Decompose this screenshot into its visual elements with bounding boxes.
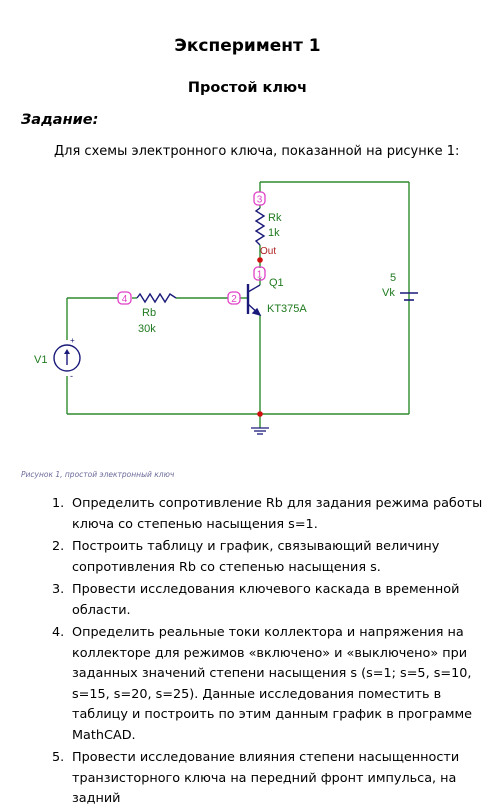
list-item-number: 1. — [52, 496, 65, 511]
vk-name-label: Vk — [382, 287, 395, 299]
rk-resistor — [254, 207, 266, 246]
list-item: 2. Построить таблицу и график, связывающи… — [0, 537, 487, 578]
list-item-text: Провести исследования ключевого каскада … — [72, 582, 460, 618]
ground-icon — [251, 427, 269, 435]
list-item: 5. Провести исследование влияния степени … — [0, 748, 487, 810]
intro-text: Для схемы электронного ключа, показанной… — [54, 144, 460, 159]
node-2: 2 — [227, 291, 241, 305]
list-item-number: 5. — [52, 750, 65, 765]
list-item: 4. Определить реальные токи коллектора и … — [0, 623, 487, 746]
circuit-schematic: + - 3 1 2 4 Rk 1k Out Q1 KT375A Rb 30k 5… — [34, 181, 418, 435]
rb-resistor — [136, 292, 177, 304]
transistor-q1 — [246, 284, 262, 317]
svg-text:4: 4 — [122, 294, 128, 305]
task-list: 1. Определить сопротивление Rb для задани… — [0, 494, 487, 812]
voltage-source-v1: + - — [53, 336, 81, 381]
q1-name-label: Q1 — [269, 277, 284, 289]
v1-plus: + — [70, 336, 75, 345]
v1-name-label: V1 — [34, 354, 47, 366]
node-4: 4 — [117, 291, 132, 305]
v1-minus: - — [70, 371, 73, 381]
list-item-number: 4. — [52, 625, 65, 640]
junction-ground — [257, 411, 263, 417]
wires — [66, 181, 410, 428]
list-item: 1. Определить сопротивление Rb для задани… — [0, 494, 487, 535]
rk-value-label: 1k — [268, 227, 280, 239]
node-1: 1 — [253, 266, 266, 281]
list-item-number: 2. — [52, 539, 65, 554]
svg-text:3: 3 — [257, 195, 263, 206]
rk-name-label: Rk — [268, 212, 282, 224]
junction-out — [257, 257, 263, 263]
q1-model-label: KT375A — [267, 303, 307, 315]
rb-value-label: 30k — [138, 323, 156, 335]
list-item-text: Построить таблицу и график, связывающий … — [72, 539, 440, 575]
list-item-text: Определить сопротивление Rb для задания … — [72, 496, 483, 532]
list-item-number: 3. — [52, 582, 65, 597]
rb-name-label: Rb — [142, 307, 156, 319]
list-item-text: Провести исследование влияния степени на… — [72, 750, 460, 806]
out-label: Out — [260, 246, 276, 257]
list-item: 3. Провести исследования ключевого каскад… — [0, 580, 487, 621]
task-heading: Задание: — [21, 112, 99, 128]
svg-text:1: 1 — [257, 270, 263, 281]
node-3: 3 — [253, 191, 266, 206]
list-item-text: Определить реальные токи коллектора и на… — [72, 625, 473, 743]
page-subtitle: Простой ключ — [187, 80, 308, 96]
page-title: Эксперимент 1 — [174, 36, 321, 56]
figure-caption: Рисунок 1, простой электронный ключ — [21, 470, 175, 479]
battery-vk — [400, 292, 418, 301]
svg-text:2: 2 — [231, 294, 237, 305]
vk-value-label: 5 — [390, 272, 396, 284]
